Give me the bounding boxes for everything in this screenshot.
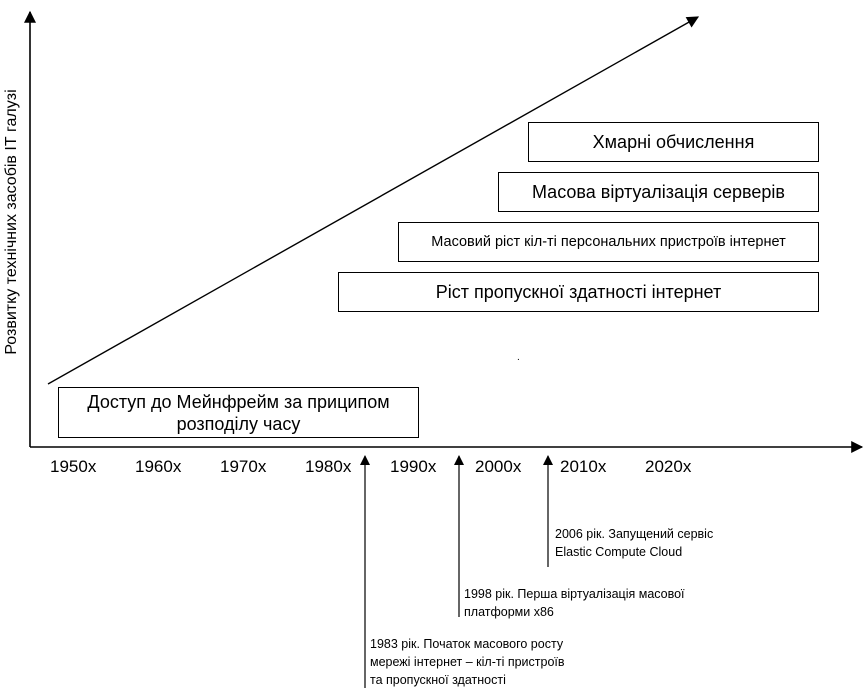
milestone-2006-note: 2006 рік. Запущений сервіс Elastic Compu… [555, 525, 713, 561]
milestone-1983-line3: та пропускної здатності [370, 673, 506, 687]
growth-trend-arrow [47, 16, 700, 385]
milestone-2006-line1: 2006 рік. Запущений сервіс [555, 527, 714, 541]
x-tick-label: 2020х [645, 457, 692, 476]
milestone-1998-note: 1998 рік. Перша віртуалізація масової пл… [464, 585, 685, 621]
stray-mark: . [517, 352, 520, 363]
x-tick-label: 1990х [390, 457, 437, 476]
milestone-2006-line2: Elastic Compute Cloud [555, 545, 683, 559]
box-virtualization-label: Масова віртуалізація серверів [531, 181, 785, 202]
box-server-virtualization: Масова віртуалізація серверів [498, 172, 819, 212]
milestone-1983-line1: 1983 рік. Початок масового росту [370, 637, 564, 651]
box-personal-devices-growth: Масовий ріст кіл-ті персональних пристро… [398, 222, 819, 262]
x-tick-label: 1960х [135, 457, 182, 476]
milestone-1983-line2: мережі інтернет – кіл-ті пристроїв [370, 655, 565, 669]
x-tick-label: 2000х [475, 457, 522, 476]
x-tick-label: 2010х [560, 457, 607, 476]
box-bandwidth-growth: Ріст пропускної здатності інтернет [338, 272, 819, 312]
box-mainframe-time-sharing: Доступ до Мейнфрейм за приципом розподіл… [58, 387, 419, 438]
box-mainframe-line1: Доступ до Мейнфрейм за прицип [87, 391, 368, 412]
box-cloud-label: Хмарні обчислення [592, 131, 755, 152]
milestone-1998-line2: платформи х86 [464, 605, 554, 619]
box-bandwidth-label: Ріст пропускної здатності інтернет [435, 281, 722, 302]
x-tick-label: 1980х [305, 457, 352, 476]
x-tick-label: 1950х [50, 457, 97, 476]
milestone-1983-note: 1983 рік. Початок масового росту мережі … [370, 635, 565, 689]
box-cloud-computing: Хмарні обчислення [528, 122, 819, 162]
x-tick-label: 1970х [220, 457, 267, 476]
milestone-1998-line1: 1998 рік. Перша віртуалізація масової [464, 587, 685, 601]
y-axis-label: Розвитку технічних засобів ІТ галузі [3, 89, 20, 355]
box-mainframe-line1-end: ом [367, 391, 390, 412]
box-personal-devices-label: Масовий ріст кіл-ті персональних пристро… [431, 234, 786, 250]
box-mainframe-line2: розподілу часу [176, 413, 301, 434]
